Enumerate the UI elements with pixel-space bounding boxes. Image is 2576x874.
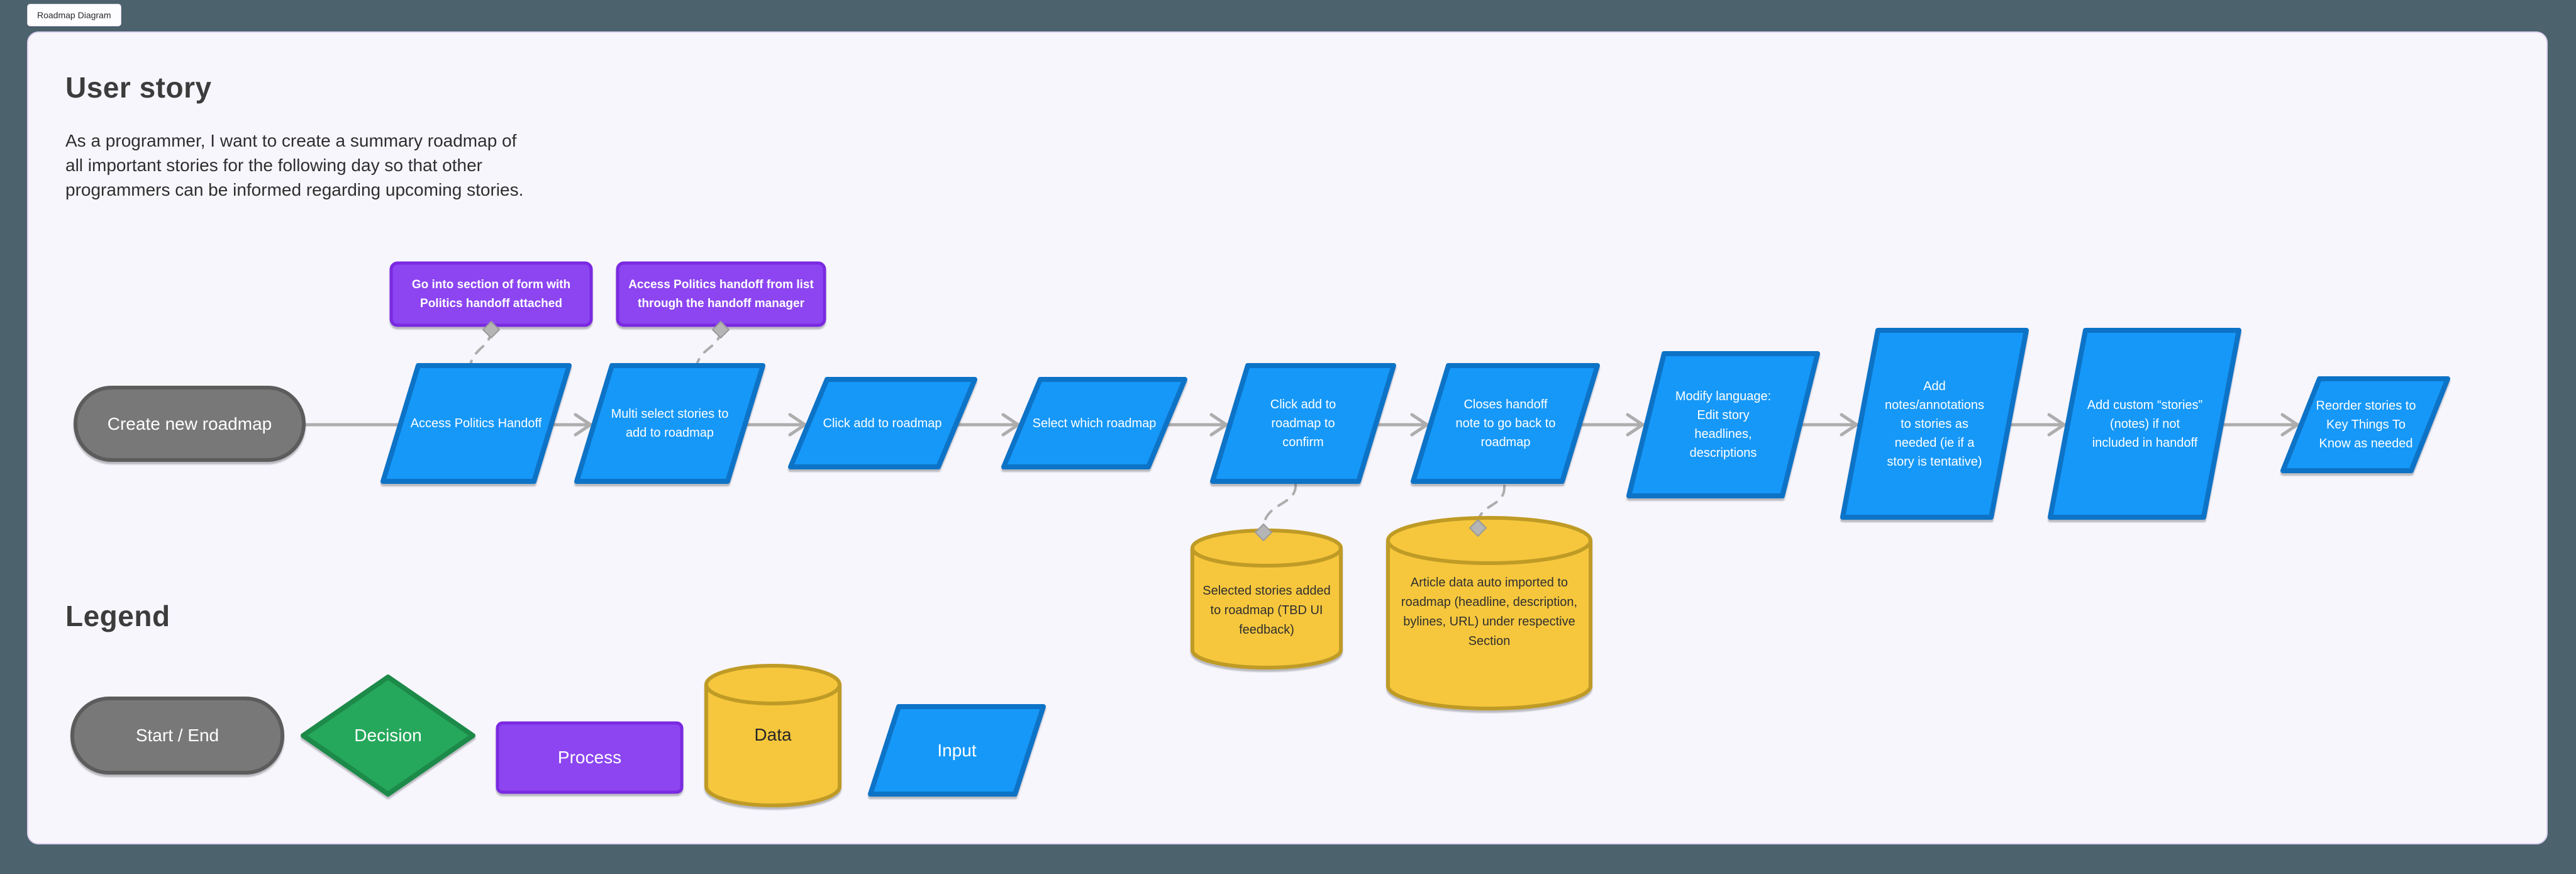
flow-step-add-custom-stories[interactable] [2048, 328, 2241, 520]
arrowhead-icon [1410, 413, 1429, 437]
arrowhead-icon [788, 413, 807, 437]
connector-endpoint-diamond [711, 320, 730, 339]
arrowhead-icon [1840, 413, 1858, 437]
legend-shape-cylinder[interactable] [704, 685, 841, 807]
datastore-selected-stories[interactable] [1191, 548, 1343, 670]
legend-shape-diamond[interactable] [301, 675, 475, 797]
legend-shape-rectangle[interactable] [496, 721, 684, 794]
legend-shape-stadium[interactable] [70, 697, 284, 775]
arrowhead-icon [574, 413, 592, 437]
flow-step-multi-select-stories[interactable] [574, 363, 765, 484]
arrowhead-icon [1209, 413, 1228, 437]
flow-step-access-politics-handoff[interactable] [380, 363, 572, 484]
flow-step-click-add-to-roadmap[interactable] [788, 377, 977, 469]
arrowhead-icon [1626, 413, 1645, 437]
legend-shape-cylinder-top[interactable] [704, 664, 841, 705]
page-title: User story [65, 71, 212, 104]
datastore-connector [1262, 483, 1297, 530]
legend-shape-parallelogram[interactable] [868, 704, 1046, 797]
connector-endpoint-diamond [1254, 523, 1273, 542]
arrowhead-icon [2280, 413, 2299, 437]
flow-step-add-notes-annotations[interactable] [1840, 328, 2029, 520]
flow-start-node[interactable] [74, 386, 306, 462]
flow-step-click-add-confirm[interactable] [1210, 363, 1396, 484]
connector-endpoints [482, 320, 1487, 542]
datastore-article-data[interactable] [1386, 541, 1592, 710]
connector-endpoint-diamond [1468, 518, 1487, 537]
user-story-description: As a programmer, I want to create a summ… [65, 131, 524, 200]
note-handoff-manager[interactable] [616, 261, 826, 327]
arrowhead-icon [2047, 413, 2066, 437]
tab-roadmap-diagram[interactable]: Roadmap Diagram [27, 4, 121, 26]
note-politics-handoff-form[interactable] [389, 261, 593, 327]
flow-arrows[interactable] [298, 413, 2309, 437]
flow-step-modify-language[interactable] [1626, 351, 1820, 498]
legend-title: Legend [65, 600, 170, 632]
flow-step-reorder-stories[interactable] [2280, 376, 2450, 473]
arrowhead-icon [1001, 413, 1020, 437]
connector-endpoint-diamond [482, 320, 501, 339]
flow-step-select-which-roadmap[interactable] [1001, 377, 1187, 469]
datastore-article-data-top[interactable] [1386, 516, 1592, 565]
flow-step-closes-handoff-note[interactable] [1411, 363, 1600, 484]
